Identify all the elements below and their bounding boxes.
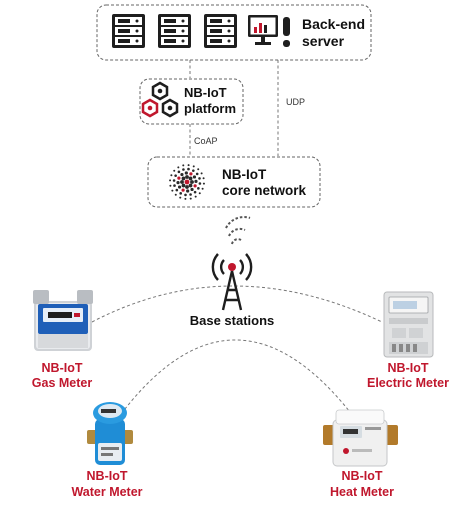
monitor-chart-icon [248, 15, 278, 45]
swirl-dot [174, 174, 177, 177]
connector-lines [91, 60, 383, 419]
swirl-dot [198, 192, 201, 195]
heat-meter-label-line1: NB-IoT [342, 469, 383, 483]
swirl-dot [177, 170, 181, 174]
swirl-dot [200, 172, 203, 175]
signal-wave [228, 227, 246, 237]
backend-server-node: Back-end server [96, 4, 372, 61]
swirl-dot [179, 196, 182, 199]
antenna-tower-icon [211, 253, 253, 311]
water-meter-label-line2: Water Meter [71, 485, 142, 499]
swirl-dot [173, 184, 176, 187]
swirl-dot [192, 169, 195, 172]
swirl-dot [202, 177, 205, 180]
swirl-dot [184, 171, 188, 175]
swirl-dot [188, 176, 193, 181]
core-title-line2: core network [222, 183, 307, 198]
gas-meter-label-line1: NB-IoT [42, 361, 83, 375]
hexagon-cluster-icon [141, 81, 179, 118]
swirl-dot [185, 175, 189, 179]
signal-wave [231, 238, 242, 245]
swirl-dot [198, 177, 201, 180]
signal-waves [225, 216, 251, 245]
swirl-dot [194, 195, 197, 198]
swirl-dot [173, 169, 176, 172]
swirl-dot [172, 179, 176, 182]
udp-label: UDP [286, 97, 305, 107]
swirl-dot [198, 182, 202, 185]
swirl-dot [189, 172, 193, 176]
swirl-dot [193, 190, 197, 194]
swirl-dot [182, 168, 185, 171]
server-rack-icon [158, 14, 191, 48]
electric-meter-label-line2: Electric Meter [367, 376, 449, 390]
water-meter-device [87, 402, 133, 465]
swirl-dot [187, 167, 190, 171]
swirl-dot [188, 183, 193, 188]
swirl-dot [187, 164, 190, 167]
swirl-dot [184, 197, 187, 200]
swirl-dot [189, 193, 192, 196]
water-meter-label-line1: NB-IoT [87, 469, 128, 483]
swirl-dot [192, 165, 195, 168]
coap-label: CoAP [194, 136, 218, 146]
swirl-dot [174, 193, 177, 196]
swirl-dot [169, 184, 172, 187]
backend-title-line1: Back-end [302, 16, 365, 32]
swirl-dot [190, 187, 194, 192]
swirl-dot [193, 184, 197, 188]
swirl-dot [195, 172, 199, 176]
electric-meter-label-line1: NB-IoT [388, 361, 429, 375]
swirl-center-dot [184, 179, 190, 185]
swirl-dot [177, 166, 180, 169]
swirl-dot [180, 172, 184, 177]
swirl-dot [202, 182, 205, 185]
swirl-dot [189, 197, 192, 200]
swirl-dot [171, 189, 174, 192]
swirl-dot [176, 181, 180, 185]
base-stations-label: Base stations [190, 313, 275, 328]
swirl-dot [169, 179, 172, 182]
swirl-dot [181, 188, 185, 192]
swirl-dot [175, 188, 179, 192]
electric-meter-device [383, 291, 434, 358]
alert-icon [283, 17, 290, 47]
heat-meter-label-line2: Heat Meter [330, 485, 394, 499]
signal-wave [225, 216, 251, 229]
heat-meter-device [323, 409, 398, 467]
gas-meter-label-line2: Gas Meter [32, 376, 93, 390]
server-rack-icon [204, 14, 237, 48]
swirl-dot [185, 185, 189, 189]
swirl-dot [182, 164, 185, 167]
swirl-dot [184, 193, 187, 197]
core-title-line1: NB-IoT [222, 167, 267, 182]
swirl-dot [170, 174, 173, 177]
swirl-dot [179, 192, 182, 195]
swirl-dot [181, 176, 186, 181]
gas-electric-arc [91, 285, 383, 323]
swirl-dot [177, 176, 181, 180]
swirl-dot [190, 180, 194, 184]
water-heat-arc [117, 339, 351, 419]
backend-title-line2: server [302, 33, 345, 49]
swirl-dot [180, 180, 184, 184]
gas-meter-device [33, 290, 93, 351]
swirl-dot [177, 185, 182, 189]
swirl-dot [181, 183, 186, 188]
platform-node: NB-IoT platform [139, 78, 244, 125]
server-rack-icon [112, 14, 145, 48]
swirl-dot [192, 175, 197, 179]
swirl-dot [201, 187, 204, 190]
swirl-dots-icon [169, 164, 205, 200]
core-network-box [147, 156, 321, 208]
platform-title-line2: platform [184, 101, 236, 116]
swirl-dot [186, 189, 190, 193]
swirl-dot [194, 179, 198, 183]
core-network-node: NB-IoT core network [147, 156, 321, 208]
swirl-dot [197, 187, 200, 190]
platform-title-line1: NB-IoT [184, 85, 227, 100]
swirl-dot [197, 168, 200, 171]
